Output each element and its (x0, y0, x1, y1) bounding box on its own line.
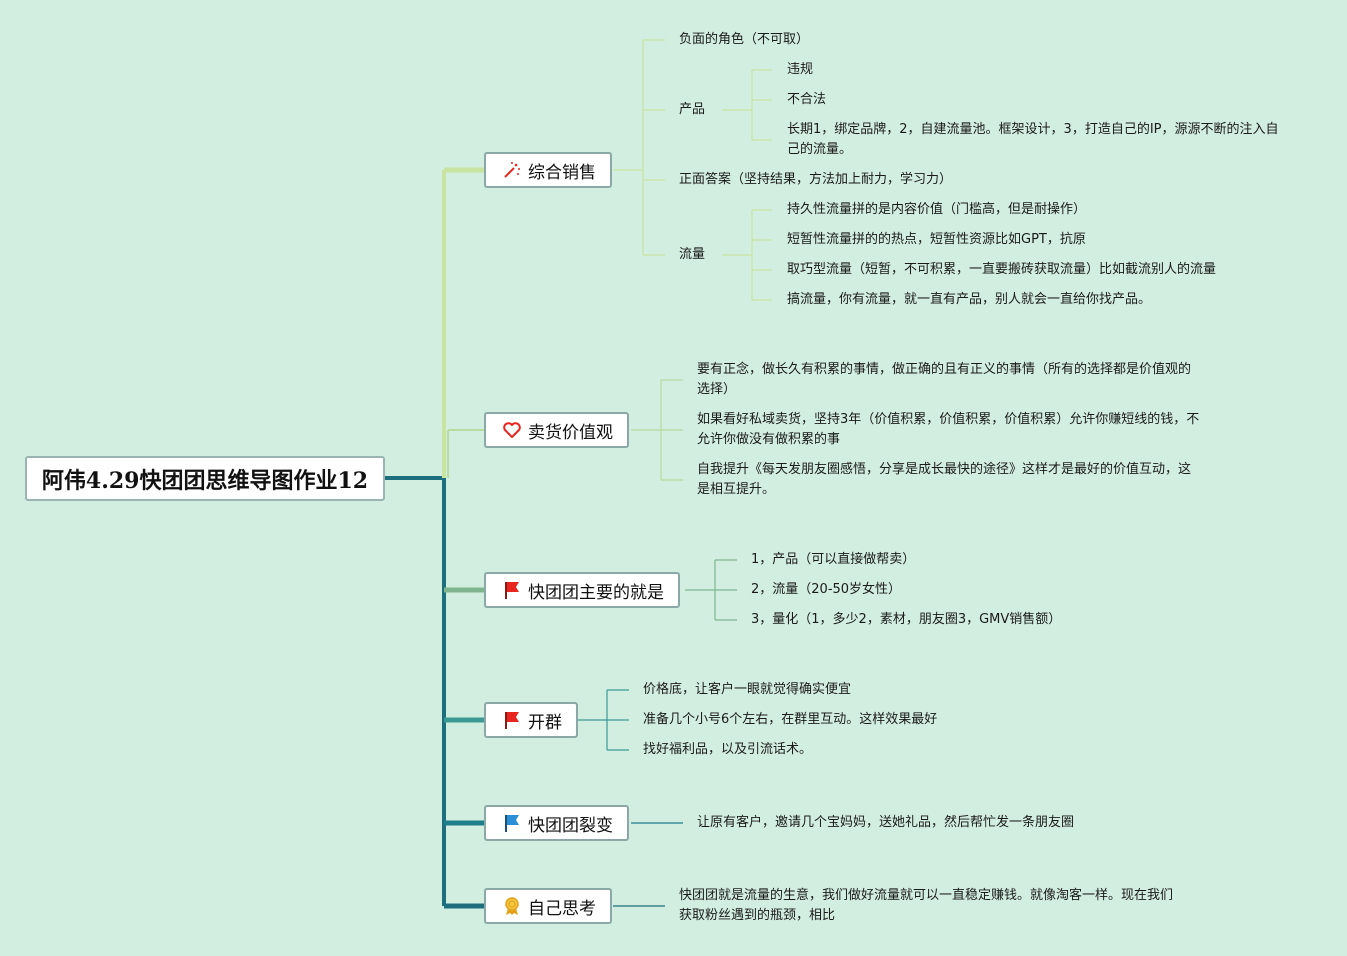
leaf-topic[interactable]: 不合法 (787, 92, 827, 107)
branch-label: 自己思考 (528, 898, 596, 919)
branch-topic-self-reflection[interactable]: 自己思考 (484, 888, 612, 924)
branch-label: 快团团裂变 (528, 815, 613, 836)
leaf-topic[interactable]: 快团团就是流量的生意，我们做好流量就可以一直稳定赚钱。就像淘客一样。现在我们获取… (679, 888, 1174, 923)
heart-icon (503, 422, 521, 438)
leaf-topic[interactable]: 1，产品（可以直接做帮卖） (751, 552, 916, 567)
leaf-topic[interactable]: 如果看好私域卖货，坚持3年（价值积累，价值积累，价值积累）允许你赚短线的钱，不允… (697, 412, 1200, 447)
leaf-topic[interactable]: 自我提升《每天发朋友圈感悟，分享是成长最快的途径》这样才是最好的价值互动，这是相… (697, 462, 1192, 497)
leaf-topic[interactable]: 搞流量，你有流量，就一直有产品，别人就会一直给你找产品。 (787, 292, 1152, 307)
branch-label: 综合销售 (528, 162, 596, 183)
leaf-topic[interactable]: 取巧型流量（短暂，不可积累，一直要搬砖获取流量）比如截流别人的流量 (787, 262, 1217, 277)
branch-topic-open-group[interactable]: 开群 (484, 702, 578, 738)
award-ribbon-icon (505, 897, 519, 915)
leaf-topic[interactable]: 长期1，绑定品牌，2，自建流量池。框架设计，3，打造自己的IP，源源不断的注入自… (787, 122, 1279, 157)
leaf-topic[interactable]: 找好福利品，以及引流话术。 (643, 742, 813, 757)
leaf-topic[interactable]: 准备几个小号6个左右，在群里互动。这样效果最好 (643, 712, 938, 727)
leaf-topic[interactable]: 违规 (787, 62, 814, 77)
leaf-topic[interactable]: 价格底，让客户一眼就觉得确实便宜 (643, 682, 852, 697)
leaf-topic[interactable]: 负面的角色（不可取） (679, 32, 810, 47)
branch-label: 卖货价值观 (528, 422, 613, 443)
branch-topic-ktt-fission[interactable]: 快团团裂变 (484, 805, 629, 841)
red-flag-icon (505, 582, 519, 599)
blue-flag-icon (505, 815, 519, 832)
subtopic-product[interactable]: 产品 (679, 102, 706, 117)
leaf-topic[interactable]: 3，量化（1，多少2，素材，朋友圈3，GMV销售额） (751, 612, 1062, 627)
leaf-topic[interactable]: 2，流量（20-50岁女性） (751, 582, 902, 597)
subtopic-traffic[interactable]: 流量 (679, 247, 706, 262)
leaf-topic[interactable]: 要有正念，做长久有积累的事情，做正确的且有正义的事情（所有的选择都是价值观的选择… (697, 362, 1192, 397)
magic-wand-icon (504, 162, 520, 178)
leaf-topic[interactable]: 持久性流量拼的是内容价值（门槛高，但是耐操作） (787, 202, 1087, 217)
branch-topic-sales-values[interactable]: 卖货价值观 (484, 412, 629, 448)
leaf-topic[interactable]: 正面答案（坚持结果，方法加上耐力，学习力） (679, 172, 953, 187)
branch-topic-ktt-main[interactable]: 快团团主要的就是 (484, 572, 680, 608)
branch-topic-comprehensive-sales[interactable]: 综合销售 (484, 152, 612, 188)
branch-label: 快团团主要的就是 (528, 582, 664, 603)
leaf-topic[interactable]: 让原有客户，邀请几个宝妈妈，送她礼品，然后帮忙发一条朋友圈 (697, 815, 1075, 830)
red-flag-icon (505, 712, 519, 729)
root-topic[interactable]: 阿伟4.29快团团思维导图作业12 (25, 456, 385, 501)
branch-label: 开群 (528, 712, 562, 733)
leaf-topic[interactable]: 短暂性流量拼的的热点，短暂性资源比如GPT，抗原 (787, 232, 1086, 247)
